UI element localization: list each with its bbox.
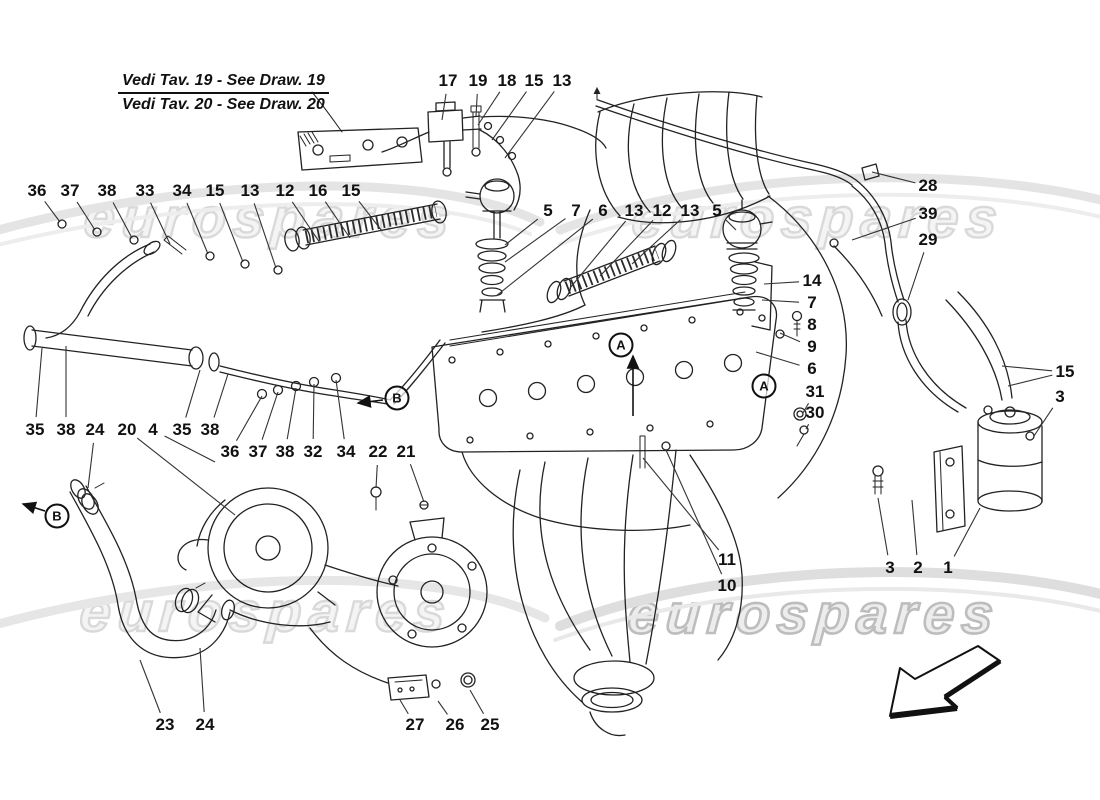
callout-7: 7: [807, 293, 817, 312]
callout-20: 20: [117, 420, 137, 439]
callout-25: 25: [480, 715, 500, 734]
callout-38: 38: [56, 420, 76, 439]
callout-13: 13: [624, 201, 644, 220]
leader-lines: [35, 91, 1054, 715]
callout-34: 34: [336, 442, 356, 461]
callout-15: 15: [341, 181, 361, 200]
callout-35: 35: [25, 420, 45, 439]
air-valve-left-drawing: [465, 115, 607, 313]
callout-2: 2: [913, 558, 923, 577]
callout-5: 5: [712, 201, 722, 220]
callout-13: 13: [240, 181, 260, 200]
connection-marker-A: A: [608, 332, 634, 358]
callout-37: 37: [248, 442, 268, 461]
intake-manifold-drawing: [481, 87, 847, 499]
callout-5: 5: [543, 201, 553, 220]
background-swooshes: [0, 173, 1100, 642]
callout-13: 13: [552, 71, 572, 90]
callout-8: 8: [807, 315, 817, 334]
callout-21: 21: [396, 442, 416, 461]
callout-3: 3: [1055, 387, 1065, 406]
vacuum-hose-run-drawing: [595, 99, 1013, 413]
see-draw-20-note: Vedi Tav. 20 - See Draw. 20: [122, 96, 325, 113]
callout-7: 7: [571, 201, 581, 220]
callout-15: 15: [1055, 362, 1075, 381]
callout-27: 27: [405, 715, 425, 734]
exhaust-manifold-drawing: [461, 435, 743, 737]
callout-32: 32: [303, 442, 323, 461]
callout-14: 14: [802, 271, 822, 290]
callout-3: 3: [885, 558, 895, 577]
callout-19: 19: [468, 71, 488, 90]
callout-1: 1: [943, 558, 953, 577]
air-pipe-drawing: [23, 219, 446, 405]
connection-marker-B: B: [44, 503, 70, 529]
callout-6: 6: [598, 201, 608, 220]
air-hose-drawing: [69, 479, 235, 659]
callout-15: 15: [524, 71, 544, 90]
cam-cover-drawing: [431, 291, 778, 453]
callout-36: 36: [220, 442, 240, 461]
callout-17: 17: [438, 71, 458, 90]
callout-13: 13: [680, 201, 700, 220]
callout-30: 30: [805, 403, 825, 422]
callout-38: 38: [97, 181, 117, 200]
callout-33: 33: [135, 181, 155, 200]
solenoid-valve-drawing: [297, 91, 517, 177]
callout-23: 23: [155, 715, 175, 734]
callout-16: 16: [308, 181, 328, 200]
callout-11: 11: [718, 550, 736, 569]
callout-39: 39: [918, 204, 938, 223]
callout-37: 37: [60, 181, 80, 200]
connection-marker-B: B: [384, 385, 410, 411]
canister-drawing: [793, 405, 1043, 533]
drawing-reference-note: Vedi Tav. 19 - See Draw. 19 Vedi Tav. 20…: [118, 72, 329, 114]
callout-22: 22: [368, 442, 388, 461]
callout-10: 10: [717, 576, 737, 595]
callout-18: 18: [497, 71, 517, 90]
callout-9: 9: [807, 337, 817, 356]
callout-15: 15: [205, 181, 225, 200]
callout-38: 38: [275, 442, 295, 461]
callout-38: 38: [200, 420, 220, 439]
callout-34: 34: [172, 181, 192, 200]
direction-arrow: [889, 645, 1002, 719]
callout-4: 4: [148, 420, 158, 439]
callout-24: 24: [85, 420, 105, 439]
callout-26: 26: [445, 715, 465, 734]
braided-hose-drawing: [284, 200, 677, 304]
callout-36: 36: [27, 181, 47, 200]
callout-12: 12: [652, 201, 672, 220]
callout-28: 28: [918, 176, 938, 195]
air-pump-drawing: [177, 486, 488, 701]
callout-35: 35: [172, 420, 192, 439]
callout-6: 6: [807, 359, 817, 378]
air-valve-right-drawing: [722, 199, 803, 339]
callout-12: 12: [275, 181, 295, 200]
callout-29: 29: [918, 230, 938, 249]
connection-marker-A: A: [751, 373, 777, 399]
callout-24: 24: [195, 715, 215, 734]
callout-31: 31: [805, 382, 825, 401]
marker-arrows: [21, 354, 640, 514]
see-draw-19-note: Vedi Tav. 19 - See Draw. 19: [118, 72, 329, 94]
